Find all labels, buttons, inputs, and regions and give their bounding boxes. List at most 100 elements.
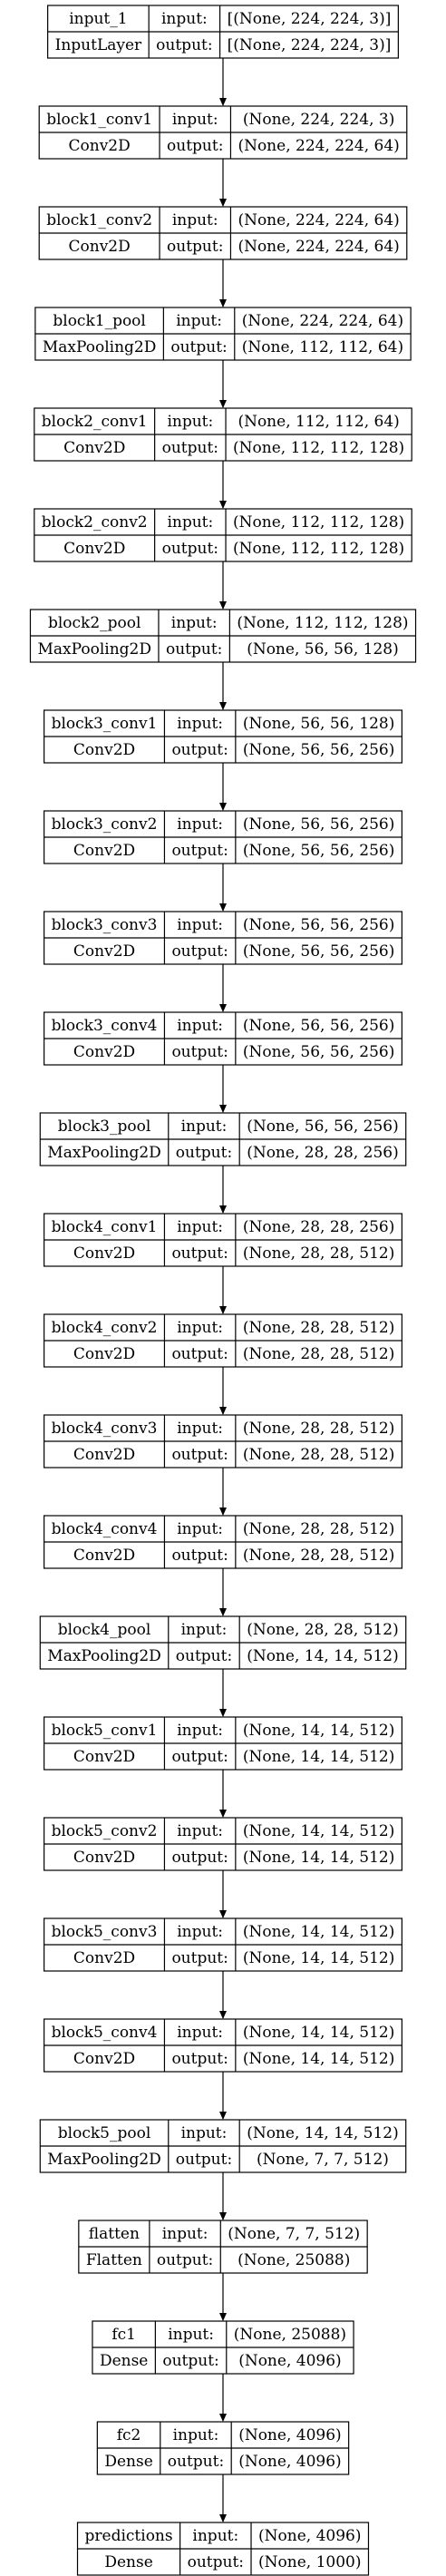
output-label: output: [176,2151,232,2169]
layer-node: block3_poolMaxPooling2Dinput:output:(Non… [39,1112,407,1166]
output-label: output: [176,1144,232,1162]
output-shape: (None, 4096) [238,2352,341,2370]
input-shape: (None, 28, 28, 256) [243,1218,395,1236]
input-label: input: [192,2527,238,2545]
input-shape: (None, 4096) [258,2527,361,2545]
input-label: input: [171,614,218,632]
layer-type: Conv2D [73,1244,135,1263]
layer-name: block4_conv1 [52,1218,158,1236]
layer-name: predictions [85,2527,173,2545]
layer-name: fc2 [117,2426,141,2444]
input-label: input: [181,1117,228,1136]
output-label: output: [171,1043,228,1061]
layer-name: block4_conv2 [52,1319,158,1337]
input-label: input: [177,815,223,834]
output-label: output: [171,1244,228,1263]
layer-type: Conv2D [63,439,125,457]
input-label: input: [167,413,213,431]
input-shape: (None, 56, 56, 256) [243,916,395,934]
input-shape: (None, 224, 224, 3) [243,111,395,129]
output-shape: (None, 25088) [238,2251,350,2269]
output-label: output: [162,439,218,457]
output-shape: (None, 14, 14, 512) [247,1647,399,1665]
layer-type: MaxPooling2D [37,640,151,659]
output-shape: (None, 28, 28, 512) [243,1244,395,1263]
layer-name: block1_conv2 [46,211,152,229]
output-shape: (None, 7, 7, 512) [257,2151,389,2169]
layer-name: block2_conv2 [42,513,148,532]
output-shape: (None, 224, 224, 64) [238,238,399,256]
output-shape: (None, 14, 14, 512) [243,1748,395,1766]
input-shape: (None, 112, 112, 128) [233,513,404,532]
layer-type: MaxPooling2D [43,338,157,356]
layer-type: Dense [104,2453,152,2471]
layer-name: block3_conv2 [52,815,158,834]
input-shape: (None, 28, 28, 512) [243,1319,395,1337]
input-label: input: [167,513,213,532]
output-label: output: [171,1446,228,1464]
input-shape: (None, 224, 224, 64) [242,312,403,330]
input-shape: (None, 14, 14, 512) [243,1822,395,1840]
input-label: input: [177,715,223,733]
layer-type: Conv2D [73,842,135,860]
layer-name: block3_conv1 [52,715,158,733]
layer-type: Conv2D [73,1043,135,1061]
layer-node: block2_poolMaxPooling2Dinput:output:(Non… [29,609,417,663]
output-label: output: [171,1748,228,1766]
output-shape: (None, 112, 112, 128) [233,439,404,457]
input-shape: (None, 7, 7, 512) [228,2225,360,2243]
input-shape: (None, 4096) [238,2426,341,2444]
output-shape: (None, 112, 112, 128) [233,540,404,558]
output-label: output: [167,137,223,155]
input-shape: (None, 56, 56, 256) [243,1017,395,1035]
output-shape: (None, 28, 28, 512) [243,1345,395,1363]
input-label: input: [177,916,223,934]
output-label: output: [171,1849,228,1867]
input-label: input: [168,2326,214,2344]
layer-type: Conv2D [73,1547,135,1565]
layer-type: Conv2D [69,238,131,256]
input-label: input: [177,1923,223,1941]
layer-type: MaxPooling2D [47,1647,161,1665]
layer-type: Conv2D [73,942,135,961]
output-shape: (None, 56, 56, 128) [247,640,399,659]
layer-name: block4_pool [58,1621,150,1639]
output-label: output: [171,842,228,860]
output-label: output: [166,640,222,659]
layer-name: fc1 [112,2326,136,2344]
layer-name: block5_conv4 [52,2024,158,2042]
layer-type: Conv2D [73,1949,135,1967]
input-label: input: [177,1520,223,1538]
input-label: input: [177,2024,223,2042]
output-shape: (None, 56, 56, 256) [243,842,395,860]
output-label: output: [162,2352,218,2370]
layer-type: Conv2D [69,137,131,155]
input-label: input: [177,1017,223,1035]
output-shape: (None, 1000) [258,2553,361,2571]
input-label: input: [176,312,222,330]
layer-type: InputLayer [55,36,142,54]
input-shape: (None, 14, 14, 512) [247,2124,399,2142]
input-label: input: [177,1420,223,1438]
input-shape: (None, 14, 14, 512) [243,2024,395,2042]
layer-name: input_1 [69,10,127,28]
output-label: output: [170,338,227,356]
output-label: output: [176,1647,232,1665]
output-label: output: [156,36,212,54]
output-shape: (None, 28, 28, 256) [247,1144,399,1162]
